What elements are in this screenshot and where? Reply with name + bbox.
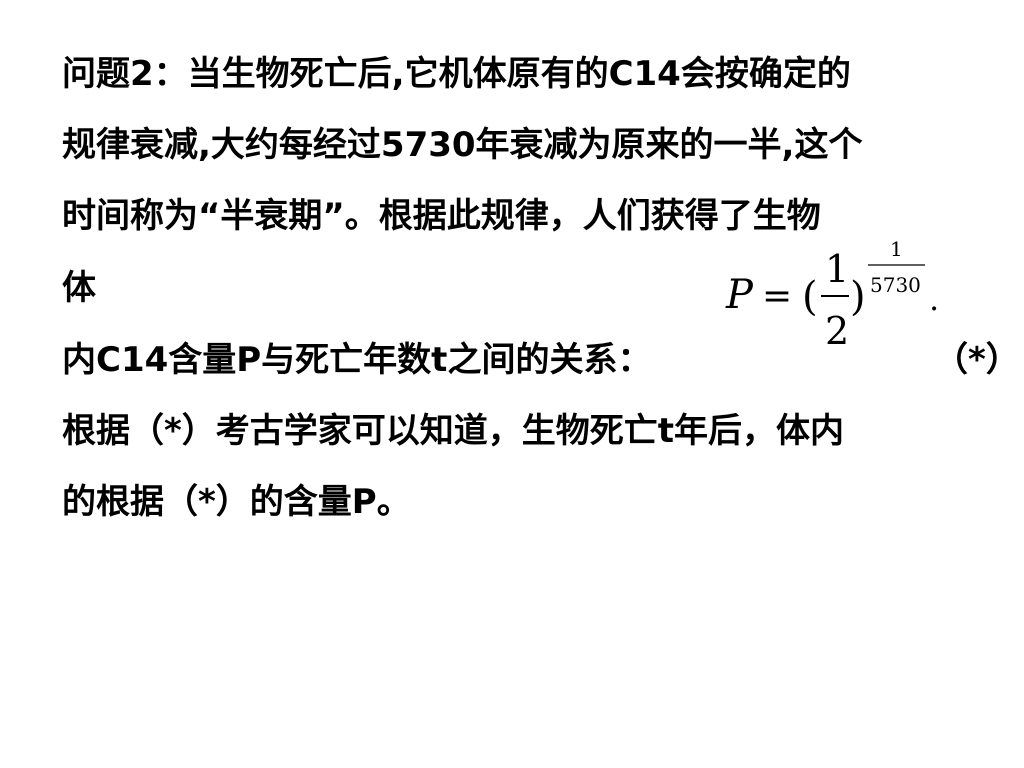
formula-variable: P xyxy=(725,272,754,318)
formula-svg: P = ( 1 2 ) 1 5730 . xyxy=(725,237,939,353)
equation-marker: （*） xyxy=(934,340,1020,380)
formula-open-paren: ( xyxy=(802,274,818,320)
formula-exponent-numerator: 1 xyxy=(890,237,903,261)
formula-exponent-denominator: 5730 xyxy=(870,273,921,297)
text-line-6: 根据（*）考古学家可以知道，生物死亡t年后，体内 xyxy=(62,411,845,451)
formula-close-paren: ) xyxy=(850,274,866,320)
formula-period: . xyxy=(929,280,939,318)
text-line-3: 时间称为“半衰期”。根据此规律，人们获得了生物 xyxy=(62,196,821,236)
text-line-2: 规律衰减,大约每经过5730年衰减为原来的一半,这个 xyxy=(62,125,863,165)
text-line-1: 问题2：当生物死亡后,它机体原有的C14会按确定的 xyxy=(62,54,851,94)
text-line-5: 内C14含量P与死亡年数t之间的关系： xyxy=(62,340,652,380)
text-line-7: 的根据（*）的含量P。 xyxy=(62,482,411,522)
formula: P = ( 1 2 ) 1 5730 . xyxy=(722,232,962,362)
text-line-4: 体 xyxy=(62,268,96,308)
formula-fraction-numerator: 1 xyxy=(825,247,849,291)
formula-equals: = xyxy=(762,276,792,317)
formula-fraction-denominator: 2 xyxy=(825,309,849,353)
